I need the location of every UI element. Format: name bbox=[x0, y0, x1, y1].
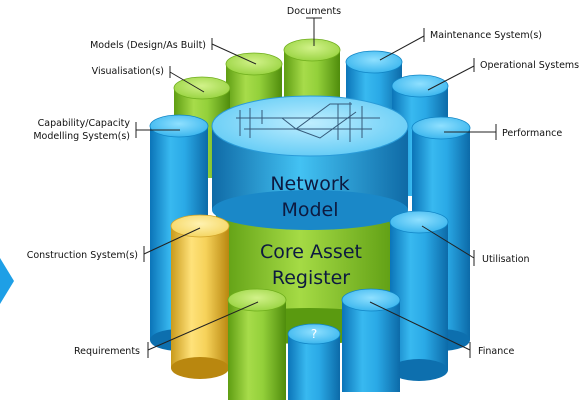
register-label-1: Core Asset bbox=[260, 241, 362, 263]
label-capability-2: Modelling System(s) bbox=[33, 131, 130, 142]
label-visualisation: Visualisation(s) bbox=[92, 66, 164, 77]
cylinder-finance bbox=[341, 288, 401, 392]
unknown-mark: ? bbox=[311, 327, 317, 341]
network-lines-icon bbox=[236, 102, 380, 142]
label-maintenance: Maintenance System(s) bbox=[430, 30, 542, 41]
network-label-1: Network bbox=[270, 173, 349, 195]
left-arrow-icon bbox=[0, 258, 14, 304]
label-documents: Documents bbox=[287, 6, 341, 17]
label-capability-1: Capability/Capacity bbox=[38, 118, 131, 129]
network-label-2: Model bbox=[281, 199, 338, 221]
label-construction: Construction System(s) bbox=[27, 250, 138, 261]
label-requirements: Requirements bbox=[74, 346, 140, 357]
network-model bbox=[211, 95, 409, 230]
label-models: Models (Design/As Built) bbox=[90, 40, 206, 51]
label-performance: Performance bbox=[502, 128, 562, 139]
connector-lines bbox=[135, 17, 497, 358]
label-utilisation: Utilisation bbox=[482, 254, 530, 265]
register-label-2: Register bbox=[272, 267, 350, 289]
label-finance: Finance bbox=[478, 346, 514, 357]
label-operational: Operational Systems bbox=[480, 60, 579, 71]
cylinder-construction bbox=[170, 214, 230, 379]
cylinder-requirements bbox=[227, 288, 287, 400]
cylinder-unknown bbox=[287, 323, 341, 400]
